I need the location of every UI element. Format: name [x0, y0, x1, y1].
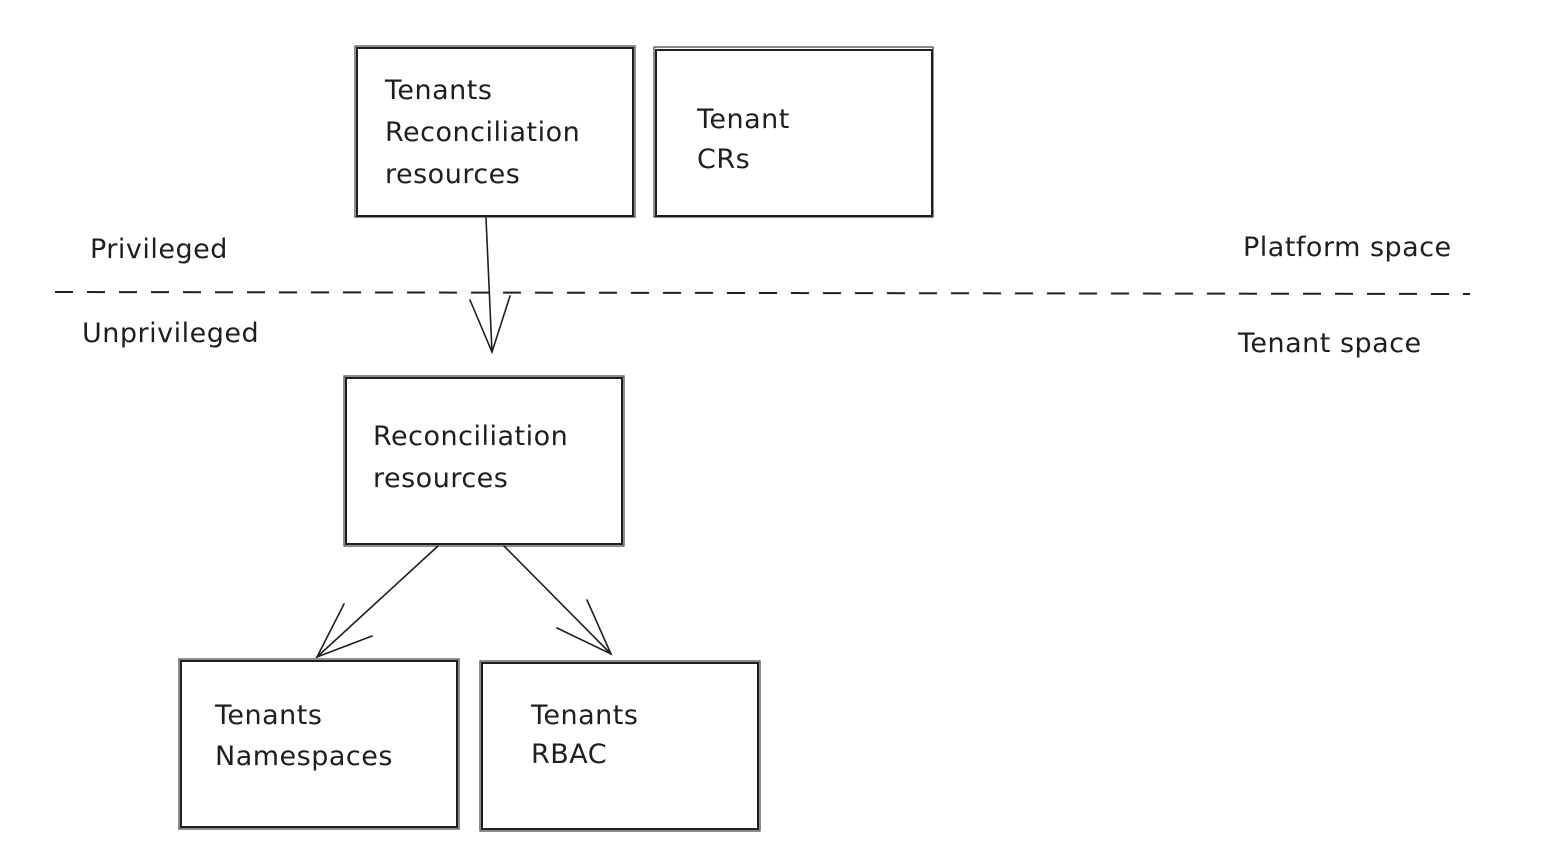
node-label-line: RBAC: [531, 739, 607, 770]
node-label-line: Tenants: [384, 75, 492, 106]
arrow-to-tenants-namespaces: [315, 545, 439, 659]
node-reconciliation-resources[interactable]: Reconciliation resources: [343, 375, 625, 547]
node-tenants-namespaces[interactable]: Tenants Namespaces: [178, 658, 460, 830]
node-label-line: Reconciliation: [373, 421, 568, 452]
node-label-line: Reconciliation: [385, 117, 580, 148]
zone-label-tenant-space: Tenant space: [1237, 328, 1422, 359]
node-label-line: Tenant: [696, 104, 790, 135]
zone-label-unprivileged: Unprivileged: [82, 318, 259, 349]
node-tenant-crs[interactable]: Tenant CRs: [653, 46, 934, 218]
node-label-line: Namespaces: [215, 741, 393, 772]
node-label-line: resources: [373, 463, 508, 494]
arrow-reconciliation-to-tenant-space: [469, 217, 511, 355]
node-tenants-reconciliation-resources[interactable]: Tenants Reconciliation resources: [354, 45, 636, 218]
node-label-line: Tenants: [214, 700, 322, 731]
privilege-divider: [54, 291, 1471, 295]
node-tenants-rbac[interactable]: Tenants RBAC: [479, 660, 761, 832]
node-label-line: resources: [385, 159, 520, 190]
zone-label-privileged: Privileged: [90, 234, 228, 265]
node-label-line: Tenants: [530, 700, 638, 731]
zone-label-platform-space: Platform space: [1243, 232, 1452, 263]
arrow-to-tenants-rbac: [503, 545, 613, 656]
node-label-line: CRs: [697, 144, 750, 175]
